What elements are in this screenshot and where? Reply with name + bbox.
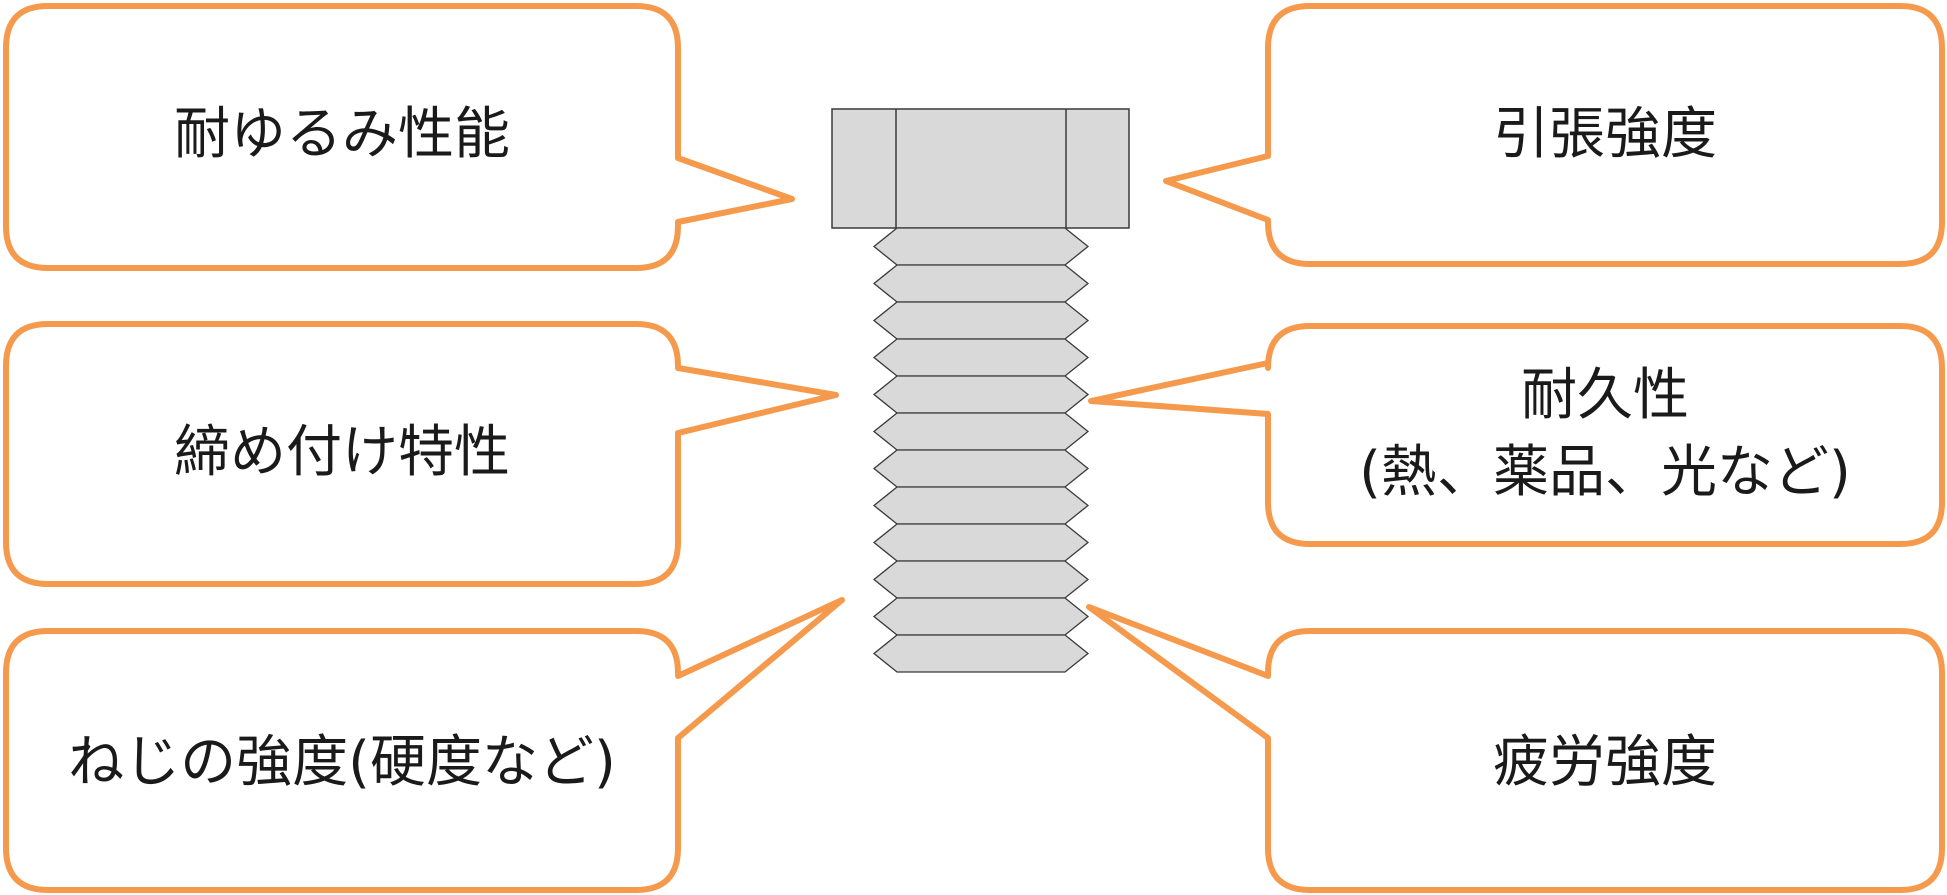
callout-label: 耐ゆるみ性能 bbox=[174, 102, 510, 167]
callout-label: 引張強度 bbox=[1493, 102, 1717, 167]
bolt-thread-segment bbox=[872, 634, 1090, 673]
callout-bubble bbox=[1086, 604, 1945, 893]
callout-label-line-1: 耐久性 bbox=[1521, 363, 1689, 428]
bolt-thread-segment bbox=[872, 560, 1090, 599]
callout-bubble bbox=[1088, 323, 1945, 547]
bolt-thread-shank bbox=[872, 227, 1090, 673]
callout-bubble bbox=[1163, 3, 1945, 267]
callout-screw-strength: ねじの強度(硬度など) bbox=[3, 597, 845, 893]
bolt-head bbox=[831, 108, 1130, 229]
callout-label: ねじの強度(硬度など) bbox=[68, 730, 616, 795]
callout-bubble bbox=[3, 3, 795, 271]
bolt-illustration bbox=[831, 108, 1130, 673]
callout-durability: 耐久性 (熱、薬品、光など) bbox=[1088, 323, 1945, 547]
callout-bubble bbox=[3, 597, 845, 893]
bolt-thread-segment bbox=[872, 301, 1090, 340]
callout-label: 締め付け特性 bbox=[174, 420, 510, 485]
bolt-thread-segment bbox=[872, 227, 1090, 266]
bolt-thread-segment bbox=[872, 449, 1090, 488]
callout-loosening-resistance: 耐ゆるみ性能 bbox=[3, 3, 795, 271]
callout-fatigue-strength: 疲労強度 bbox=[1086, 604, 1945, 893]
bolt-thread-segment bbox=[872, 486, 1090, 525]
bolt-thread-segment bbox=[872, 264, 1090, 303]
bolt-thread-segment bbox=[872, 412, 1090, 451]
callout-label: 疲労強度 bbox=[1493, 730, 1717, 795]
bolt-thread-segment bbox=[872, 597, 1090, 636]
callout-tightening-characteristics: 締め付け特性 bbox=[3, 321, 839, 587]
bolt-thread-segment bbox=[872, 375, 1090, 414]
callout-bubble bbox=[3, 321, 839, 587]
bolt-thread-segment bbox=[872, 338, 1090, 377]
callout-label-line-2: (熱、薬品、光など) bbox=[1359, 440, 1851, 505]
callout-tensile-strength: 引張強度 bbox=[1163, 3, 1945, 267]
bolt-thread-segment bbox=[872, 523, 1090, 562]
